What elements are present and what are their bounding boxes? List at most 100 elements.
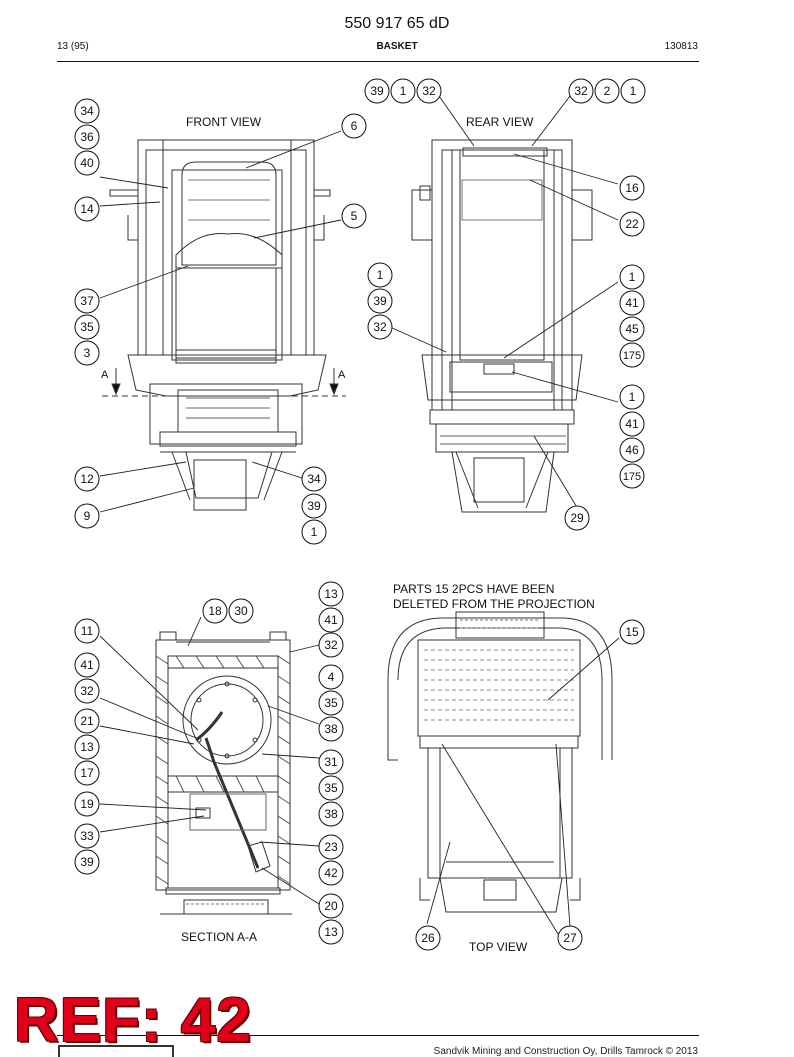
callout-39-lower: 39	[301, 493, 327, 519]
callout-1-rear-top: 1	[390, 78, 416, 104]
rear-view-label: REAR VIEW	[466, 115, 534, 129]
svg-text:2: 2	[604, 84, 611, 98]
svg-text:3: 3	[84, 346, 91, 360]
svg-text:34: 34	[307, 472, 321, 486]
svg-text:35: 35	[324, 696, 338, 710]
svg-text:1: 1	[629, 270, 636, 284]
callout-6: 6	[341, 113, 367, 139]
svg-text:41: 41	[625, 296, 639, 310]
callout-32-rear-left: 32	[367, 314, 393, 340]
svg-text:1: 1	[377, 268, 384, 282]
svg-text:19: 19	[80, 797, 94, 811]
svg-text:45: 45	[625, 322, 639, 336]
callout-32-section-left: 32	[74, 678, 100, 704]
svg-text:1: 1	[630, 84, 637, 98]
document-title: 550 917 65 dD	[344, 15, 450, 32]
svg-text:46: 46	[625, 443, 639, 457]
callout-35-section-right-b: 35	[318, 775, 344, 801]
callout-40: 40	[74, 150, 100, 176]
callout-29: 29	[564, 505, 590, 531]
front-view-label: FRONT VIEW	[186, 115, 262, 129]
callout-3: 3	[74, 340, 100, 366]
svg-text:36: 36	[80, 130, 94, 144]
svg-text:15: 15	[625, 625, 639, 639]
callout-14: 14	[74, 196, 100, 222]
front-view-drawing: FRONT VIEW A A	[101, 115, 346, 511]
callout-2: 2	[594, 78, 620, 104]
callout-38-section-right-a: 38	[318, 716, 344, 742]
svg-text:33: 33	[80, 829, 94, 843]
callout-1-lower: 1	[301, 519, 327, 545]
callout-9: 9	[74, 503, 100, 529]
svg-text:30: 30	[234, 604, 248, 618]
callout-27: 27	[557, 925, 583, 951]
svg-text:32: 32	[373, 320, 387, 334]
svg-text:1: 1	[311, 525, 318, 539]
callout-39-rear-top: 39	[364, 78, 390, 104]
svg-text:35: 35	[80, 320, 94, 334]
svg-text:34: 34	[80, 104, 94, 118]
svg-text:12: 12	[80, 472, 94, 486]
callout-4: 4	[318, 664, 344, 690]
callout-23: 23	[318, 834, 344, 860]
svg-text:39: 39	[370, 84, 384, 98]
callout-32-rear-top-right: 32	[568, 78, 594, 104]
callout-17: 17	[74, 760, 100, 786]
callout-bubbles: 34 36 40 14 37 35 3 12 9 6 5 34 39 1 39 …	[74, 78, 646, 951]
callout-175-a: 175	[619, 342, 645, 368]
svg-text:1: 1	[400, 84, 407, 98]
callout-12: 12	[74, 466, 100, 492]
svg-text:41: 41	[80, 658, 94, 672]
callout-1-rear-top-right: 1	[620, 78, 646, 104]
svg-text:29: 29	[570, 511, 584, 525]
svg-text:42: 42	[324, 866, 338, 880]
svg-text:11: 11	[81, 624, 94, 638]
rear-view-drawing: REAR VIEW	[411, 115, 593, 513]
callout-15: 15	[619, 619, 645, 645]
callout-45: 45	[619, 316, 645, 342]
callout-32-section-right: 32	[318, 632, 344, 658]
footer-rule	[57, 1035, 699, 1036]
callout-34-lower: 34	[301, 466, 327, 492]
svg-text:38: 38	[324, 722, 338, 736]
svg-text:175: 175	[623, 471, 641, 483]
copyright-footer: Sandvik Mining and Construction Oy, Dril…	[433, 1046, 698, 1057]
logo-box	[58, 1045, 174, 1057]
svg-text:13: 13	[324, 587, 338, 601]
top-view-label: TOP VIEW	[469, 940, 528, 954]
callout-39-rear-left: 39	[367, 288, 393, 314]
leader-lines	[99, 95, 620, 935]
callout-21: 21	[74, 708, 100, 734]
svg-text:39: 39	[80, 855, 94, 869]
svg-text:23: 23	[324, 840, 338, 854]
svg-text:20: 20	[324, 899, 338, 913]
svg-text:41: 41	[625, 417, 639, 431]
callout-35-front: 35	[74, 314, 100, 340]
callout-41-rear-right-b: 41	[619, 411, 645, 437]
svg-text:6: 6	[351, 119, 358, 133]
callout-1-rear-left: 1	[367, 262, 393, 288]
svg-text:13: 13	[324, 925, 338, 939]
svg-text:41: 41	[324, 613, 338, 627]
svg-text:22: 22	[625, 217, 639, 231]
callout-31: 31	[318, 749, 344, 775]
callout-46: 46	[619, 437, 645, 463]
callout-34-front: 34	[74, 98, 100, 124]
svg-text:39: 39	[373, 294, 387, 308]
svg-text:32: 32	[422, 84, 436, 98]
callout-11: 11	[74, 618, 100, 644]
callout-35-section-right-a: 35	[318, 690, 344, 716]
svg-text:32: 32	[574, 84, 588, 98]
callout-20: 20	[318, 893, 344, 919]
svg-text:32: 32	[80, 684, 94, 698]
svg-text:4: 4	[328, 670, 335, 684]
callout-26: 26	[415, 925, 441, 951]
callout-42: 42	[318, 860, 344, 886]
callout-13-section-right-a: 13	[318, 581, 344, 607]
callout-13-section-left: 13	[74, 734, 100, 760]
svg-text:13: 13	[80, 740, 94, 754]
callout-33: 33	[74, 823, 100, 849]
section-marker-right: A	[338, 369, 346, 381]
svg-text:16: 16	[625, 181, 639, 195]
